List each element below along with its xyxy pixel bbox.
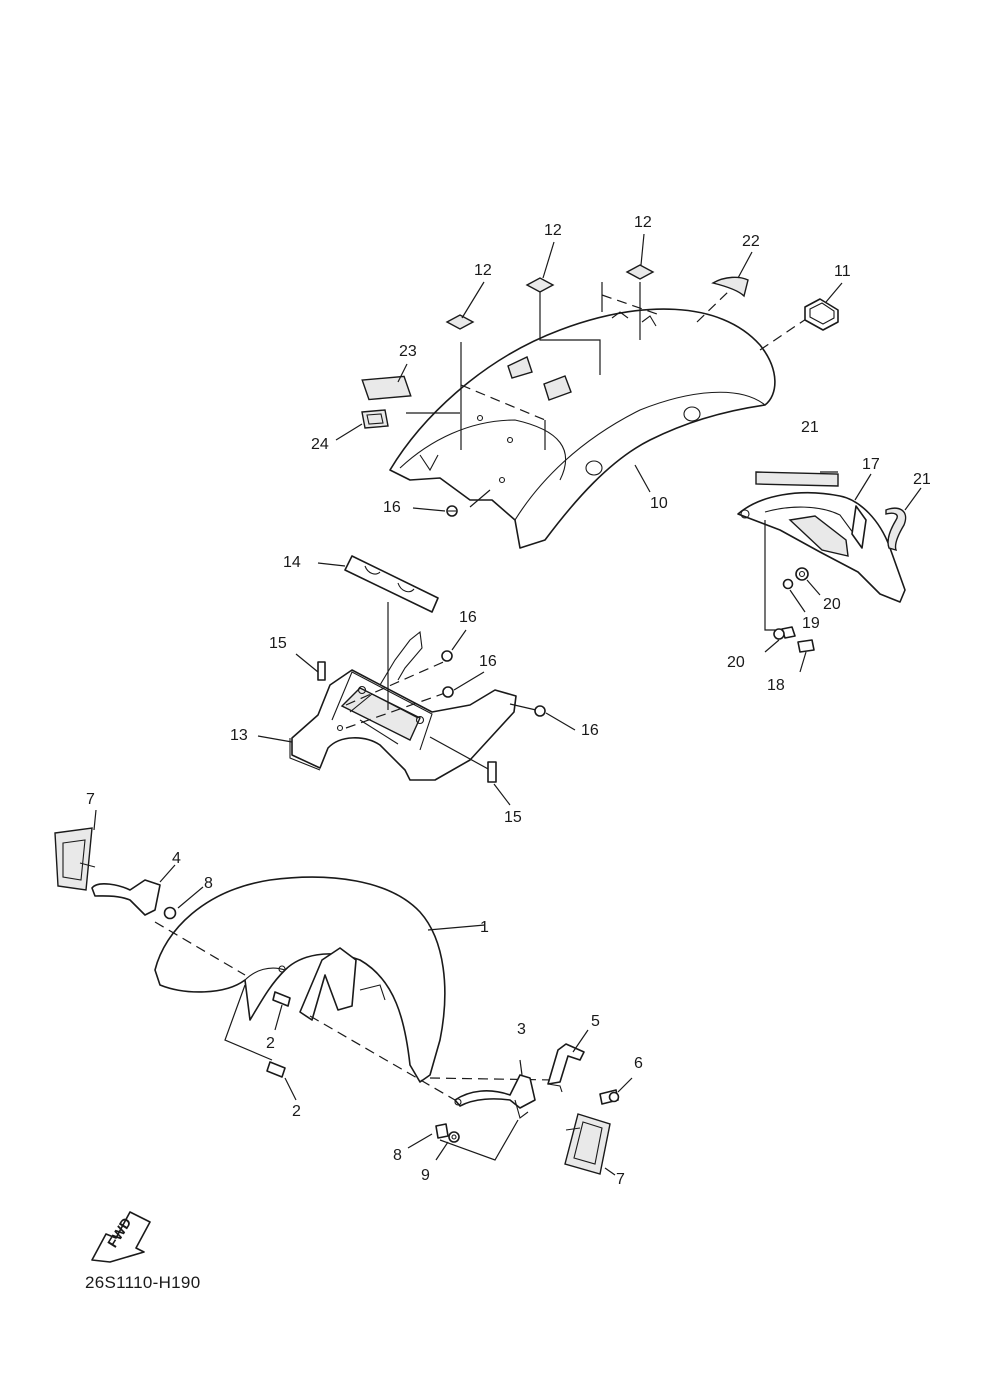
part-19-20-18-hardware <box>764 567 821 673</box>
diagram-code: 26S1110-H190 <box>85 1273 201 1292</box>
part-14-plate <box>344 555 439 613</box>
callout-22: 22 <box>742 233 760 250</box>
top-callout-leaders <box>257 233 843 806</box>
part-7-right-reflector <box>564 1113 611 1175</box>
part-24-pad <box>361 409 389 429</box>
callout-16b: 16 <box>459 609 477 626</box>
part-16-screws <box>441 650 546 717</box>
callout-5: 5 <box>591 1013 600 1030</box>
callout-20a: 20 <box>823 596 841 613</box>
front-fender-leaders <box>154 921 556 1161</box>
callout-7a: 7 <box>86 791 95 808</box>
callout-8b: 8 <box>393 1147 402 1164</box>
callout-19: 19 <box>802 615 820 632</box>
right-reflector-leaders <box>93 809 633 1176</box>
callout-2a: 2 <box>266 1035 275 1052</box>
callout-16c: 16 <box>479 653 497 670</box>
fwd-direction-arrow-icon: FWD <box>91 1211 151 1263</box>
callout-14: 14 <box>283 554 301 571</box>
callout-21b: 21 <box>913 471 931 488</box>
callout-6: 6 <box>634 1055 643 1072</box>
part-11-grommet <box>804 298 839 331</box>
part-21-covers <box>755 471 907 552</box>
part-8-9-nut-washer <box>435 1123 460 1143</box>
part-6-bolt <box>599 1089 620 1105</box>
part-12-pads <box>445 264 655 330</box>
part-22-protector <box>711 276 749 298</box>
callout-20b: 20 <box>727 654 745 671</box>
callout-12a: 12 <box>474 262 492 279</box>
callout-11: 11 <box>834 263 851 280</box>
callout-15a: 15 <box>269 635 287 652</box>
callout-8a: 8 <box>204 875 213 892</box>
rear-fender-leaders <box>406 282 813 508</box>
part-23-plate <box>361 375 412 401</box>
callout-9: 9 <box>421 1167 430 1184</box>
callout-16a: 16 <box>383 499 401 516</box>
callout-15b: 15 <box>504 809 522 826</box>
part-4-bracket <box>79 862 177 920</box>
inner-fender-leaders <box>295 602 537 771</box>
callout-16d: 16 <box>581 722 599 739</box>
part-16-screw-a <box>446 505 458 517</box>
inner-fender <box>289 630 517 781</box>
part-7-left-reflector <box>54 827 93 891</box>
callout-12c: 12 <box>634 214 652 231</box>
callout-1: 1 <box>480 919 489 936</box>
callout-12b: 12 <box>544 222 562 239</box>
callout-labels: 1 2 2 3 4 5 6 7 7 8 8 9 10 11 12 12 12 1… <box>86 214 931 1188</box>
rear-fender <box>389 308 776 549</box>
callout-17: 17 <box>862 456 880 473</box>
tail-bracket-leaders <box>764 471 922 631</box>
callout-23: 23 <box>399 343 417 360</box>
part-5-clamp <box>547 1043 585 1093</box>
callout-3: 3 <box>517 1021 526 1038</box>
callout-10: 10 <box>650 495 668 512</box>
front-fender <box>154 876 446 1083</box>
callout-2b: 2 <box>292 1103 301 1120</box>
callout-18: 18 <box>767 677 785 694</box>
callout-7b: 7 <box>616 1171 625 1188</box>
part-3-stay <box>454 1074 536 1119</box>
tail-bracket <box>737 491 906 603</box>
part-2-bolts <box>266 991 291 1078</box>
callout-13: 13 <box>230 727 248 744</box>
part-15-dampers <box>317 661 497 783</box>
callout-4: 4 <box>172 850 181 867</box>
callout-24: 24 <box>311 436 329 453</box>
callout-21a: 21 <box>801 419 819 436</box>
